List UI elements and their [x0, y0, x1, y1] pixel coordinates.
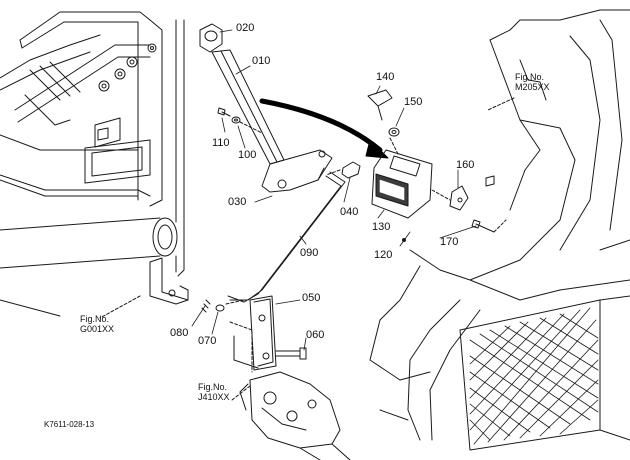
- callout-120: 120: [374, 249, 393, 261]
- right-panel-assembly: [367, 9, 630, 451]
- figure-ref-g001: Fig.No. G001XX: [80, 314, 114, 335]
- callout-090: 090: [300, 247, 319, 259]
- left-frame-assembly: [0, 11, 189, 319]
- figure-ref-j410: Fig.No. J410XX: [198, 382, 230, 403]
- callout-070: 070: [198, 335, 217, 347]
- callout-130: 130: [372, 221, 391, 233]
- callout-140: 140: [376, 71, 395, 83]
- callout-050: 050: [302, 292, 321, 304]
- figure-ref-label: Fig.No.: [80, 314, 110, 324]
- figure-ref-label: Fig.No.: [515, 72, 545, 82]
- figure-ref-code: J410XX: [198, 392, 230, 403]
- figure-ref-label: Fig.No.: [198, 382, 228, 392]
- leader-lines: [191, 29, 477, 351]
- callout-040: 040: [340, 206, 359, 218]
- callout-020: 020: [236, 22, 255, 34]
- figure-ref-code: G001XX: [80, 324, 115, 335]
- figure-ref-code: M205XX: [515, 82, 550, 93]
- callout-110: 110: [212, 137, 230, 149]
- callout-150: 150: [404, 96, 423, 108]
- callout-170: 170: [440, 236, 459, 248]
- drawing-code: K7611-028-13: [44, 420, 95, 429]
- callout-100: 100: [238, 149, 257, 161]
- callout-080: 080: [170, 327, 189, 339]
- callout-160: 160: [456, 159, 475, 171]
- callout-030: 030: [228, 196, 247, 208]
- callout-060: 060: [306, 329, 325, 341]
- figure-ref-m205: Fig.No. M205XX: [515, 72, 550, 93]
- lever-assembly: [199, 23, 389, 460]
- callout-010: 010: [252, 55, 271, 67]
